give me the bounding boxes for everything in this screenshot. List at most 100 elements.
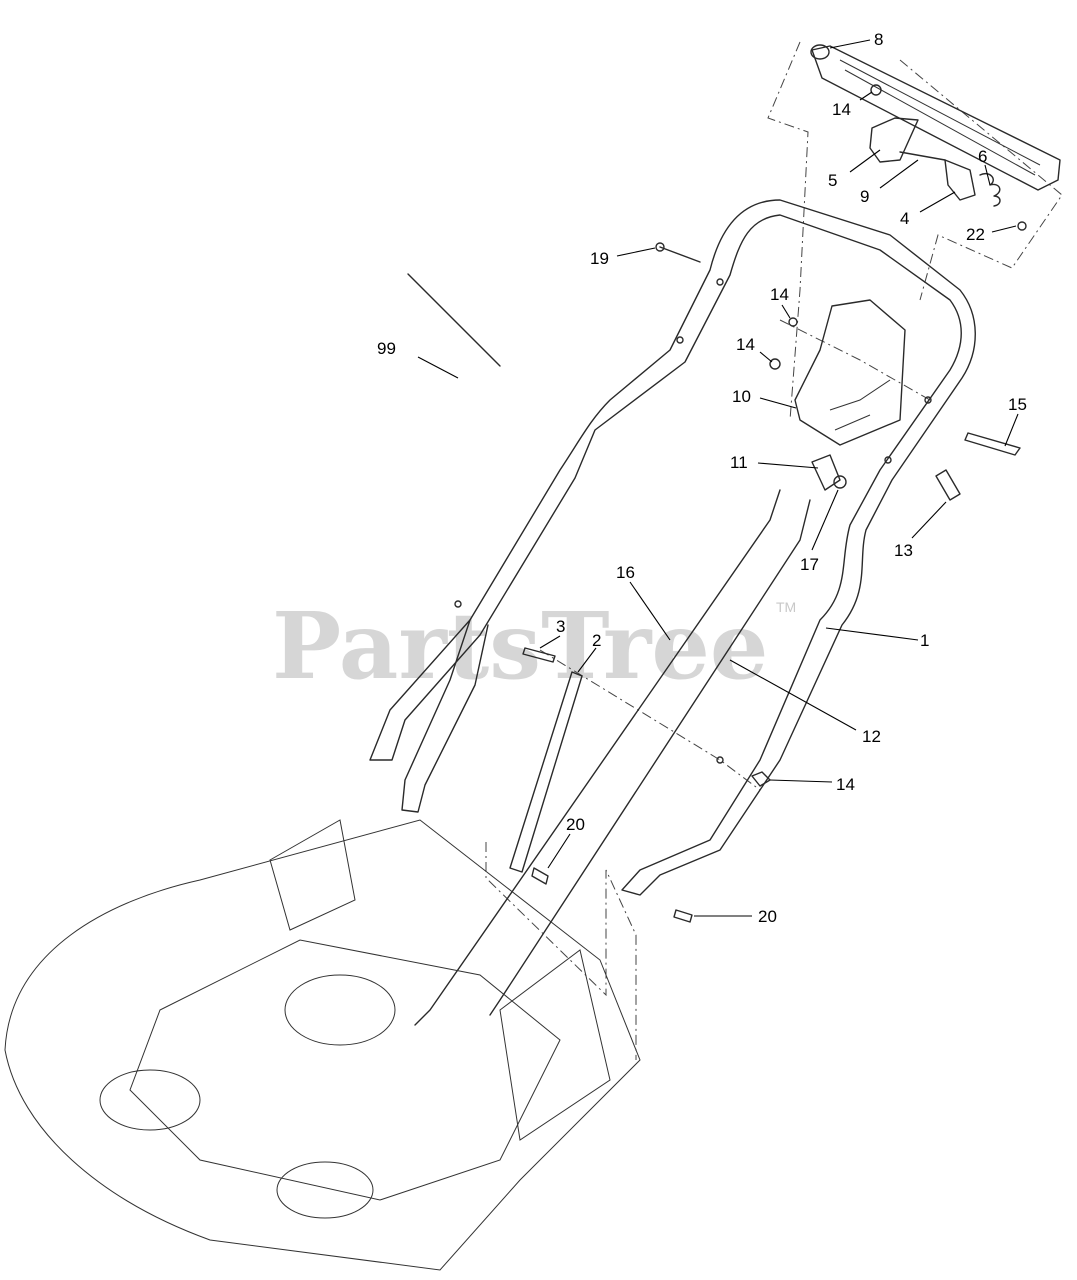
console-details — [829, 379, 891, 431]
handle-hole-lower — [454, 600, 462, 608]
leader-5 — [849, 149, 881, 173]
handle-hole-right — [716, 756, 724, 764]
console-bracket-assembly — [769, 299, 1021, 501]
bolt-13 — [935, 469, 961, 501]
leader-99 — [417, 356, 459, 379]
handle-hole-upper — [716, 278, 724, 286]
watermark-trademark: TM — [776, 599, 796, 615]
callout-14a: 14 — [832, 100, 851, 119]
console-10 — [794, 299, 906, 446]
callout-16: 16 — [616, 563, 635, 582]
callout-14d: 14 — [836, 775, 855, 794]
nut-22 — [1017, 221, 1027, 231]
leader-20a — [547, 833, 571, 869]
pin-19-head — [655, 242, 665, 252]
callout-9: 9 — [860, 187, 869, 206]
leader-14c — [759, 351, 773, 363]
leader-6 — [984, 164, 991, 186]
handle-hole-console — [924, 396, 932, 404]
callout-1: 1 — [920, 631, 929, 650]
washer-14-console — [788, 317, 798, 327]
deck-spindle-right — [276, 1161, 374, 1219]
leader-14d — [769, 779, 833, 783]
leader-14a — [859, 91, 873, 101]
callout-20b: 20 — [758, 907, 777, 926]
mower-chassis — [4, 819, 641, 1271]
handle-hole-mid — [676, 336, 684, 344]
cable-12 — [489, 499, 811, 1016]
control-bar-grip-lines — [839, 59, 1041, 176]
leader-17 — [811, 489, 839, 551]
latch-4 — [944, 159, 976, 201]
bolt-3 — [522, 647, 556, 663]
cap-17 — [833, 475, 847, 489]
link-hardware — [407, 242, 771, 923]
leader-13 — [911, 501, 947, 539]
clip-11 — [811, 454, 841, 491]
handle-left-lower-arm — [401, 619, 489, 813]
bolt-20-b — [673, 909, 693, 923]
callout-15: 15 — [1008, 395, 1027, 414]
bolt-20-a — [531, 867, 549, 885]
engine-mount-opening — [284, 974, 396, 1046]
leader-19 — [616, 247, 656, 257]
leader-2 — [577, 647, 597, 673]
leader-12 — [729, 659, 857, 731]
callout-99: 99 — [377, 339, 396, 358]
leader-22 — [991, 225, 1017, 233]
leader-3 — [539, 635, 561, 649]
side-bracket-plate — [499, 949, 611, 1141]
leader-1 — [825, 627, 919, 641]
leader-16 — [629, 581, 671, 641]
pivot-pin-8 — [810, 44, 830, 60]
callout-10: 10 — [732, 387, 751, 406]
phantom-upper-detail-right — [899, 59, 1063, 301]
leader-lines — [417, 39, 1019, 917]
cable-16 — [414, 489, 781, 1026]
phantom-bolt-axis — [539, 649, 761, 791]
leader-10 — [759, 397, 797, 409]
callout-4: 4 — [900, 209, 909, 228]
link-2 — [509, 671, 583, 873]
nut-14-console — [769, 358, 781, 370]
callout-19: 19 — [590, 249, 609, 268]
callout-6: 6 — [978, 147, 987, 166]
callout-2: 2 — [592, 631, 601, 650]
deck-top-plate — [129, 939, 561, 1201]
bolt-15 — [964, 432, 1021, 456]
control-bar-assembly — [810, 44, 1061, 231]
callout-14c: 14 — [736, 335, 755, 354]
phantom-upper-detail — [767, 41, 809, 421]
callout-5: 5 — [828, 171, 837, 190]
handle-hole-13 — [884, 456, 892, 464]
callout-14b: 14 — [770, 285, 789, 304]
leader-4 — [919, 191, 956, 213]
leader-14b — [781, 304, 791, 319]
phantom-console-axis — [779, 319, 931, 401]
rear-shield-plate — [269, 819, 356, 931]
tie-99 — [407, 273, 501, 367]
leader-9 — [879, 159, 919, 189]
deck-outline — [4, 819, 641, 1271]
handle-assembly — [369, 199, 976, 896]
callout-3: 3 — [556, 617, 565, 636]
callout-13: 13 — [894, 541, 913, 560]
pin-19-shank — [659, 246, 701, 263]
callout-12: 12 — [862, 727, 881, 746]
callout-17: 17 — [800, 555, 819, 574]
phantom-lines — [485, 41, 1063, 1060]
cables — [414, 489, 811, 1026]
nut-14-top — [870, 84, 882, 96]
callout-11: 11 — [730, 453, 748, 472]
watermark: PartsTree TM — [272, 592, 796, 700]
handle-1 — [369, 199, 976, 896]
leader-11 — [757, 462, 819, 469]
rod-9 — [899, 151, 946, 161]
watermark-brand: PartsTree — [272, 592, 768, 700]
deck-spindle-left — [99, 1069, 201, 1131]
callout-8: 8 — [874, 30, 883, 49]
callout-labels: 8 14 6 5 9 4 22 19 14 99 14 10 15 11 13 … — [377, 30, 1027, 926]
bracket-5 — [869, 117, 919, 163]
callout-22: 22 — [966, 225, 985, 244]
control-bar — [811, 45, 1061, 191]
